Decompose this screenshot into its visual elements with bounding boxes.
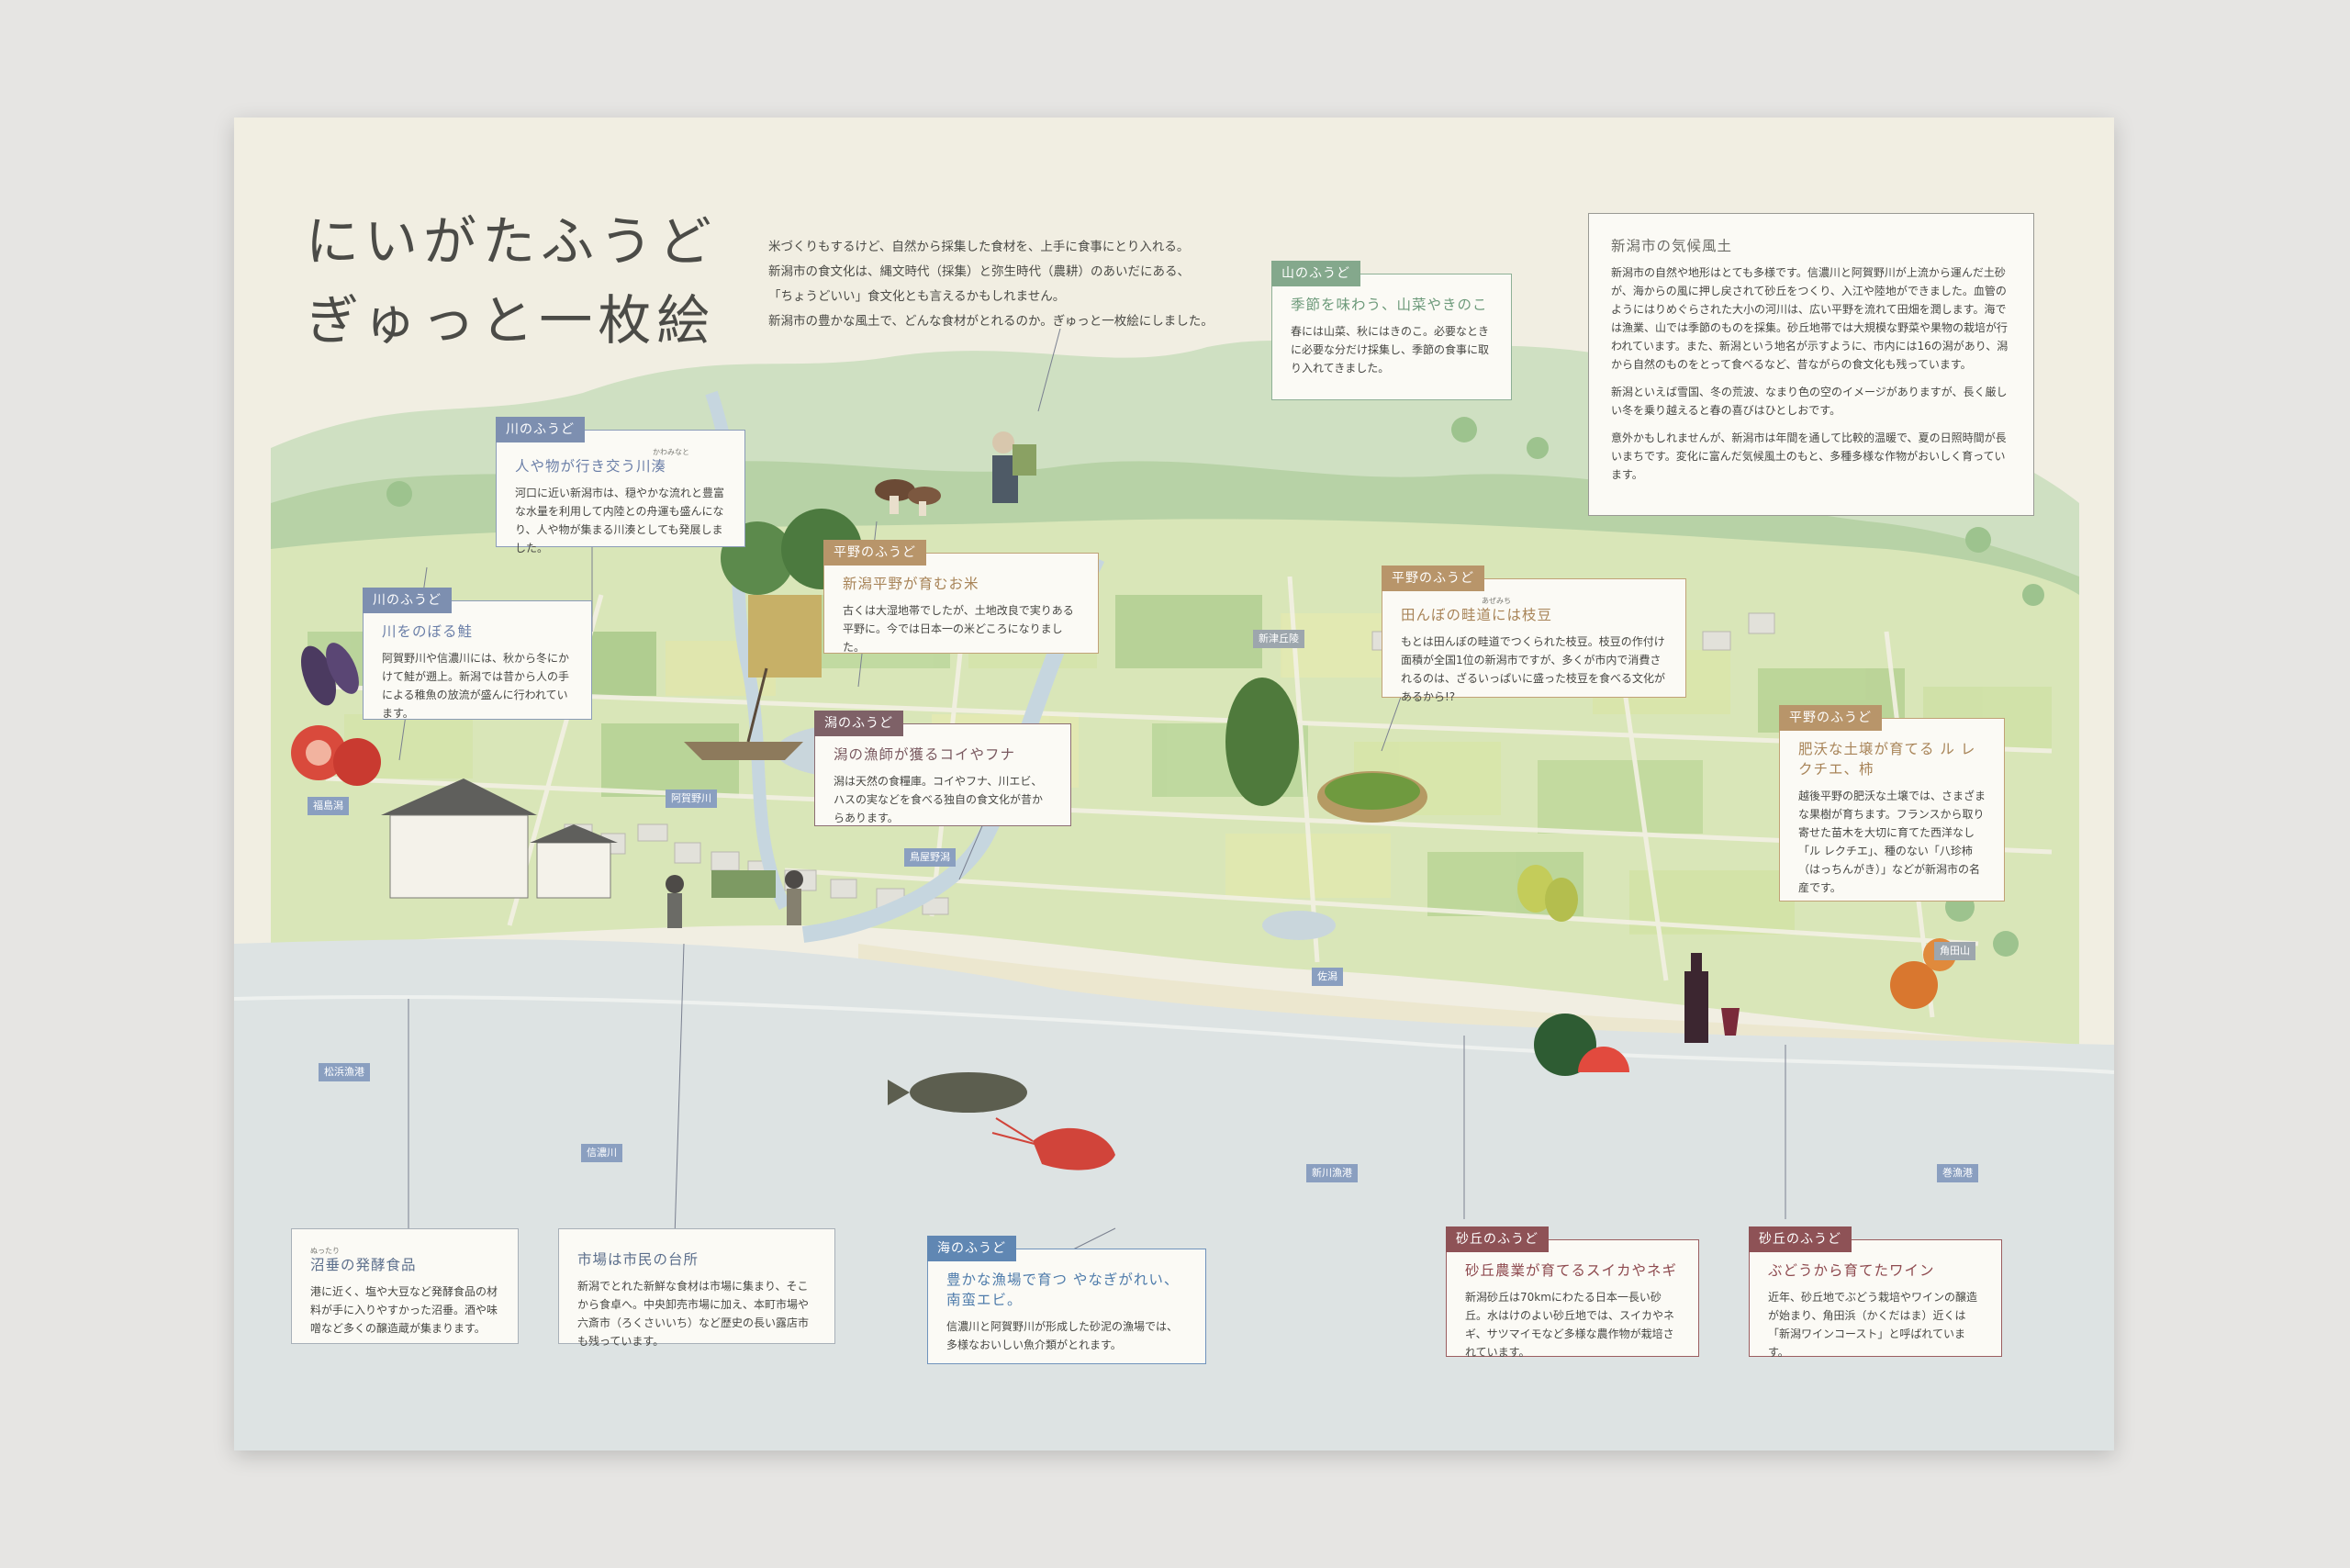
card-heading: 肥沃な土壌が育てる ル レクチエ、柿 [1798,741,1976,778]
intro-text: 米づくりもするけど、自然から採集した食材を、上手に食事にとり入れる。 新潟市の食… [768,235,1264,334]
tomato-icon [291,725,381,786]
climate-card: 新潟市の気候風土 新潟市の自然や地形はとても多様です。信濃川と阿賀野川が上流から… [1588,213,2034,516]
pear-icon [1517,865,1578,922]
card-heading: 季節を味わう、山菜やきのこ [1291,297,1488,313]
card-body: 河口に近い新潟市は、穏やかな流れと豊富な水量を利用して内陸との舟運も盛んになり、… [515,487,725,554]
card-body: 春には山菜、秋にはきのこ。必要なときに必要な分だけ採集し、季節の食事に取り入れて… [1291,325,1490,375]
rice-card: 平野のふうど 新潟平野が育むお米 古くは大湿地帯でしたが、土地改良で実りある平野… [823,540,1099,654]
fermented-food-card: ぬったり 沼垂の発酵食品 港に近く、塩や大豆など発酵食品の材料が手に入りやすかっ… [291,1228,519,1344]
wine-card: 砂丘のふうど ぶどうから育てたワイン 近年、砂丘地でぶどう栽培やワインの醸造が始… [1749,1226,2002,1359]
edamame-card: 平野のふうど あぜみち 田んぼの畦道には枝豆 もとは田んぼの畦道でつくられた枝豆… [1382,566,1686,703]
category-tag: 海のふうど [927,1236,1016,1261]
ruby-text: ぬったり [310,1247,340,1255]
card-heading: 潟の漁師が獲るコイやフナ [834,746,1016,763]
sand-dune [858,944,2079,1063]
sake-brewery-icon [381,778,618,899]
card-heading: 豊かな漁場で育つ やなぎがれい、南蛮エビ。 [946,1271,1180,1308]
category-tag: 潟のふうど [814,711,903,736]
intro-line: 新潟市の豊かな風土で、どんな食材がとれるのか。ぎゅっと一枚絵にしました。 [768,314,1214,329]
card-body: 新潟市の自然や地形はとても多様です。信濃川と阿賀野川が上流から運んだ土砂が、海か… [1611,266,2009,371]
card-body: 近年、砂丘地でぶどう栽培やワインの醸造が始まり、角田浜（かくだはま）近くは「新潟… [1768,1291,1978,1359]
sakata-lagoon [1262,911,1336,940]
forager-icon [992,431,1036,503]
category-tag: 川のふうど [363,588,452,613]
watermelon-icon [1534,1014,1629,1076]
place-label-kakudayama: 角田山 [1934,942,1975,960]
card-heading: 沼垂の発酵食品 [310,1257,417,1273]
card-heading: 川をのぼる鮭 [382,623,474,640]
lagoon-fish-card: 潟のふうど 潟の漁師が獲るコイやフナ 潟は天然の食糧庫。コイやフナ、川エビ、ハス… [814,711,1071,826]
place-label-shinkawa: 新川漁港 [1306,1164,1358,1182]
edamame-icon [1225,678,1427,823]
title-line-1: にいがたふうど [306,210,718,273]
intro-line: 新潟市の食文化は、縄文時代（採集）と弥生時代（農耕）のあいだにある、 [768,264,1190,279]
intro-line: 「ちょうどいい」食文化とも言えるかもしれません。 [768,289,1066,304]
river-port-card: 川のふうど かわみなと 人や物が行き交う川湊 河口に近い新潟市は、穏やかな流れと… [496,417,745,554]
market-card: 市場は市民の台所 新潟でとれた新鮮な食材は市場に集まり、そこから食卓へ。中央卸売… [558,1228,835,1348]
category-tag: 砂丘のふうど [1446,1226,1549,1252]
dune-vegetable-card: 砂丘のふうど 砂丘農業が育てるスイカやネギ 新潟砂丘は70kmにわたる日本一長い… [1446,1226,1699,1359]
category-tag: 山のふうど [1271,261,1360,286]
shrimp-icon [991,1117,1115,1170]
card-body: 新潟砂丘は70kmにわたる日本一長い砂丘。水はけのよい砂丘地では、スイカやネギ、… [1465,1291,1675,1359]
ruby-text: かわみなと [653,448,689,456]
category-tag: 平野のふうど [1779,705,1882,731]
page-title: にいがたふうど ぎゅっと一枚絵 [306,202,717,360]
place-label-fukushimagata: 福島潟 [308,797,349,815]
salmon-card: 川のふうど 川をのぼる鮭 阿賀野川や信濃川には、秋から冬にかけて鮭が遡上。新潟で… [363,588,592,720]
card-body: 信濃川と阿賀野川が形成した砂泥の漁場では、多様なおいしい魚介類がとれます。 [946,1320,1179,1351]
category-tag: 平野のふうど [1382,566,1484,591]
boat-icon [684,667,803,760]
flounder-icon [888,1072,1027,1113]
card-heading: 田んぼの畦道には枝豆 [1401,607,1553,623]
fruit-card: 平野のふうど 肥沃な土壌が育てる ル レクチエ、柿 越後平野の肥沃な土壌では、さ… [1779,705,2005,902]
card-body: 越後平野の肥沃な土壌では、さまざまな果樹が育ちます。フランスから取り寄せた苗木を… [1798,790,1986,894]
card-body: 古くは大湿地帯でしたが、土地改良で実りある平野に。今では日本一の米どころになりま… [843,604,1074,654]
ruby-text: あぜみち [1482,597,1511,605]
seafood-card: 海のふうど 豊かな漁場で育つ やなぎがれい、南蛮エビ。 信濃川と阿賀野川が形成し… [927,1236,1206,1364]
poster-sheet: にいがたふうど ぎゅっと一枚絵 米づくりもするけど、自然から採集した食材を、上手… [234,118,2114,1450]
category-tag: 平野のふうど [823,540,926,566]
card-heading: 砂丘農業が育てるスイカやネギ [1465,1262,1678,1279]
card-heading: ぶどうから育てたワイン [1768,1262,1935,1279]
place-label-sakata: 佐潟 [1312,968,1343,986]
place-label-niitsu: 新津丘陵 [1253,630,1304,648]
card-heading: 新潟市の気候風土 [1611,238,1733,254]
place-label-maki: 巻漁港 [1937,1164,1978,1182]
category-tag: 砂丘のふうど [1749,1226,1852,1252]
card-body: 新潟といえば雪国、冬の荒波、なまり色の空のイメージがありますが、長く厳しい冬を乗… [1611,386,2008,417]
card-heading: 人や物が行き交う川湊 [515,458,667,475]
place-label-aganogawa: 阿賀野川 [666,790,717,808]
mountain-food-card: 山のふうど 季節を味わう、山菜やきのこ 春には山菜、秋にはきのこ。必要なときに必… [1271,261,1512,400]
place-label-shinanogawa: 信濃川 [581,1144,622,1162]
category-tag: 川のふうど [496,417,585,442]
card-body: 潟は天然の食糧庫。コイやフナ、川エビ、ハスの実などを食べる独自の食文化が昔からあ… [834,775,1044,824]
card-body: 新潟でとれた新鮮な食材は市場に集まり、そこから食卓へ。中央卸売市場に加え、本町市… [577,1280,810,1348]
market-people-icon [666,870,803,928]
eggplant-icon [300,643,359,706]
card-body: 港に近く、塩や大豆など発酵食品の材料が手に入りやすかった沼垂。酒や味噌など多くの… [310,1285,498,1335]
place-label-matsuhama: 松浜漁港 [319,1063,370,1081]
title-line-2: ぎゅっと一枚絵 [306,289,716,352]
card-body: 阿賀野川や信濃川には、秋から冬にかけて鮭が遡上。新潟では昔から人の手による稚魚の… [382,652,570,720]
card-body: もとは田んぼの畦道でつくられた枝豆。枝豆の作付け面積が全国1位の新潟市ですが、多… [1401,635,1666,703]
mushroom-icon [875,479,941,516]
wine-bottle-icon [1684,953,1740,1043]
field-grid [325,576,2053,1018]
card-body: 意外かもしれませんが、新潟市は年間を通して比較的温暖で、夏の日照時間が長いまちで… [1611,431,2007,481]
card-heading: 市場は市民の台所 [577,1251,699,1268]
place-label-toyanogata: 鳥屋野潟 [904,848,956,867]
card-heading: 新潟平野が育むお米 [843,576,979,592]
intro-line: 米づくりもするけど、自然から採集した食材を、上手に食事にとり入れる。 [768,240,1190,254]
